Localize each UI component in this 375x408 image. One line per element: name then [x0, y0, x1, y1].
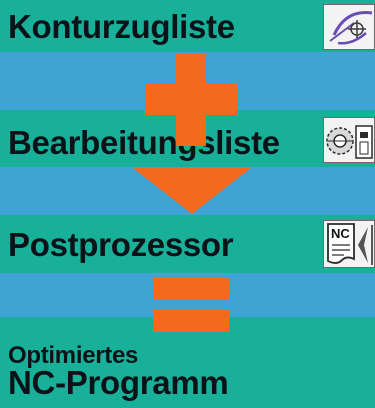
step-label-bearbeitungsliste: Bearbeitungsliste — [8, 124, 280, 161]
nc-document-icon: NC — [323, 220, 375, 268]
contour-drawing-icon — [323, 4, 375, 50]
band-result — [0, 317, 375, 408]
band-postprozessor — [0, 215, 375, 273]
step-label-postprozessor: Postprozessor — [8, 226, 234, 263]
plus-icon — [145, 54, 237, 146]
result-line-2: NC-Programm — [8, 364, 229, 401]
tool-processing-icon — [323, 117, 375, 163]
result-line-1: Optimiertes — [8, 342, 139, 369]
equals-icon — [153, 278, 229, 332]
arrow-down-icon — [133, 168, 251, 214]
step-label-konturzugliste: Konturzugliste — [8, 8, 235, 45]
band-konturzugliste — [0, 0, 375, 52]
nc-icon-label: NC — [331, 226, 350, 241]
